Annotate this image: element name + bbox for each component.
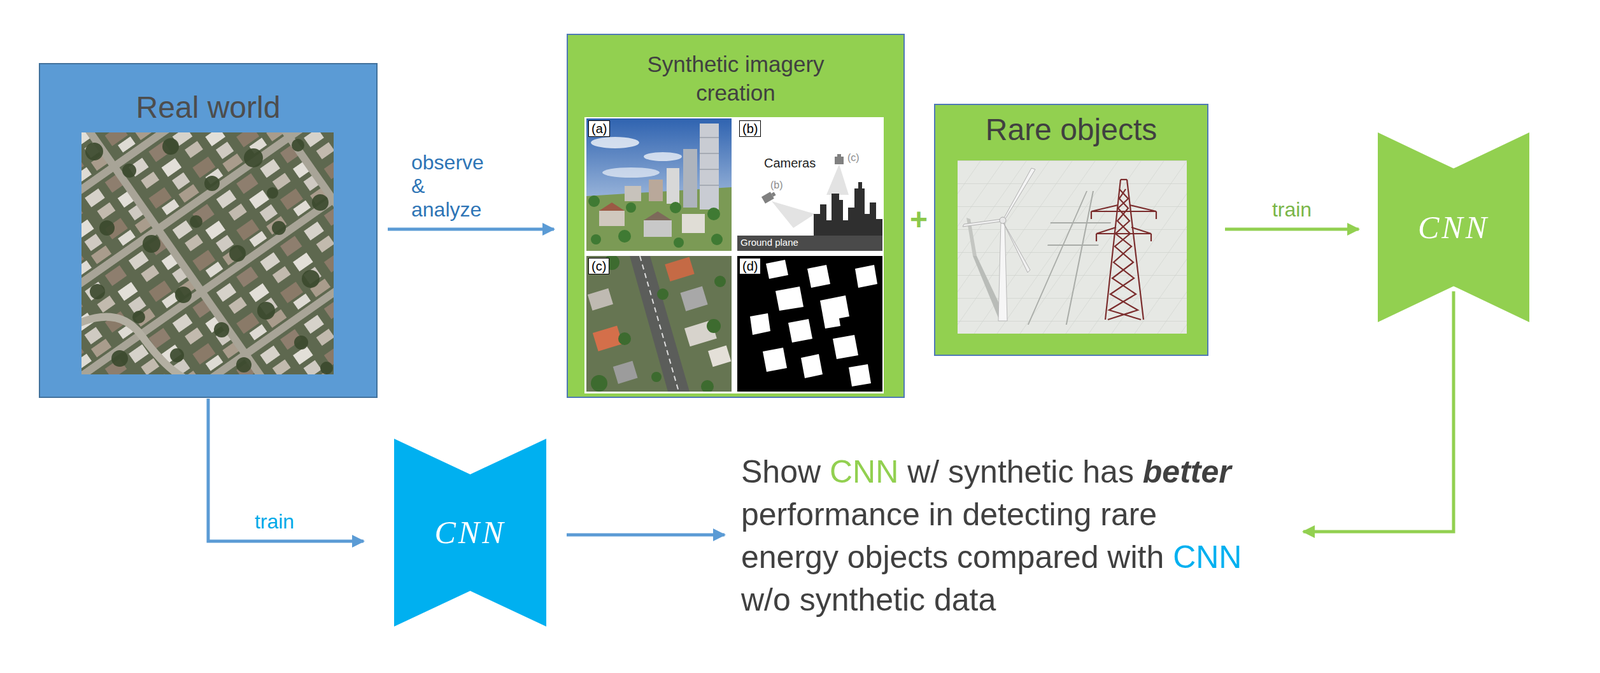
panel-caption: Cameras (764, 155, 816, 171)
conclusion-text: Show CNN w/ synthetic has better perform… (741, 450, 1253, 622)
text-run: rare (1100, 496, 1157, 533)
flow-arrow (1224, 227, 1359, 232)
label-holder: (a) (588, 120, 610, 137)
label-holder: (d) (739, 257, 761, 275)
label-holder: + (909, 201, 928, 239)
ground-label: Ground plane (740, 236, 799, 249)
flow-arrow (566, 533, 725, 537)
text-run: in (928, 496, 963, 533)
flow-arrow (1303, 290, 1454, 532)
label-holder: Ground plane (740, 236, 799, 249)
synthetic-panels (584, 117, 884, 394)
label-holder: (b) (770, 178, 784, 192)
text-run: synthetic (799, 581, 935, 618)
text-run: compared (956, 539, 1108, 575)
camera-tag: (c) (847, 151, 860, 164)
pylon-model (1017, 179, 1157, 325)
rare-object-models (957, 160, 1187, 334)
edge-label: train (254, 509, 295, 534)
panel-tag: (d) (739, 257, 761, 275)
camera-tag: (b) (770, 178, 784, 192)
flow-arrow (387, 227, 554, 232)
building-mask (737, 255, 883, 392)
network-label: CNN (1417, 209, 1490, 246)
plus-sign: + (909, 201, 928, 239)
rendered-city (586, 118, 732, 251)
network-outline (1377, 132, 1530, 323)
text-run: w/ (907, 453, 949, 490)
network-shape: CNN (394, 438, 547, 627)
flow-arrow (208, 398, 364, 542)
label-holder: Cameras (764, 155, 816, 171)
edge-label-holder: train (1272, 198, 1312, 222)
box-title: Real world (49, 89, 368, 125)
edge-label: observe & analyze (411, 150, 484, 222)
satellite-image (81, 132, 334, 375)
text-run: objects (847, 539, 957, 575)
text-run: detecting (962, 496, 1101, 533)
edge-label-holder: observe & analyze (411, 150, 484, 222)
turbine-model (962, 168, 1036, 321)
text-run: data (934, 581, 996, 618)
text-run: w/o (741, 581, 800, 618)
edge-label: train (1272, 198, 1312, 222)
text-run: better (1142, 453, 1232, 490)
label-holder: (c) (847, 151, 860, 164)
box-title: Synthetic imagery creation (630, 49, 842, 107)
process-box: Rare objects (934, 103, 1209, 356)
label-holder: (c) (588, 257, 610, 275)
network-label: CNN (434, 514, 506, 551)
edge-label-holder: train (254, 509, 295, 534)
network-shape: CNN (1377, 132, 1530, 323)
text-run: performance (741, 496, 929, 533)
network-outline (394, 438, 547, 627)
conclusion-text: Show CNN w/ synthetic has better perform… (741, 450, 1253, 622)
process-box: Synthetic imagery creation (566, 33, 905, 398)
text-run: has (1082, 453, 1143, 490)
text-run: CNN (829, 453, 908, 490)
text-run: with (1107, 539, 1173, 575)
camera-setup (737, 118, 883, 251)
label-holder: (b) (739, 120, 761, 137)
text-run: synthetic (948, 453, 1083, 490)
panel-tag: (c) (588, 257, 610, 275)
region-box: Real world (38, 63, 378, 398)
aerial-render (584, 254, 732, 394)
box-title: Rare objects (944, 112, 1199, 148)
text-run: energy (741, 539, 848, 575)
panel-tag: (a) (588, 120, 610, 137)
text-run: Show (741, 453, 830, 490)
city-blocks (81, 132, 334, 375)
panel-tag: (b) (739, 120, 761, 137)
text-run: CNN (1172, 539, 1242, 575)
